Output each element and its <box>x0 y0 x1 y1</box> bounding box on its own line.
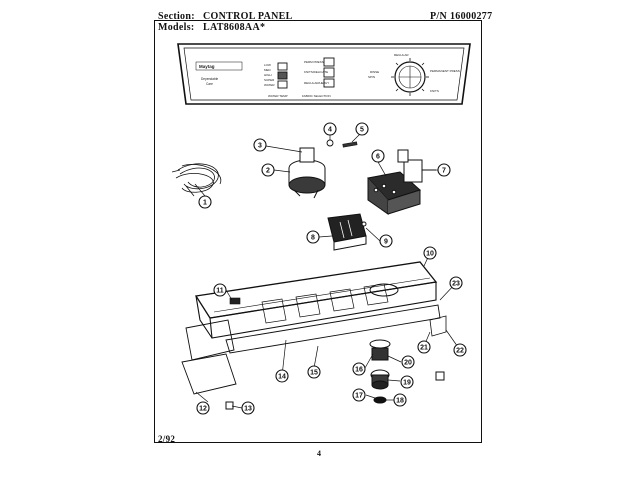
callout-19: 19 <box>400 375 414 389</box>
callout-9: 9 <box>379 234 393 248</box>
wire-harness-drawing <box>171 163 222 197</box>
svg-text:4: 4 <box>328 127 332 134</box>
svg-text:13: 13 <box>244 406 252 413</box>
revision-date: 2/92 <box>158 434 176 444</box>
callouts: 1 2 3 4 5 6 7 8 9 10 11 12 13 14 15 16 1… <box>196 122 467 415</box>
dial-label-4: KNITS <box>430 89 439 93</box>
section-value: CONTROL PANEL <box>203 11 293 22</box>
callout-10: 10 <box>423 246 437 260</box>
svg-text:12: 12 <box>199 406 207 413</box>
callout-15: 15 <box>307 365 321 379</box>
callout-8: 8 <box>306 230 320 244</box>
panel-mid-label-0: PERM PRESS <box>304 60 324 64</box>
callout-18: 18 <box>393 393 407 407</box>
section-label: Section: <box>158 11 195 22</box>
models-value: LAT8608AA* <box>203 22 266 33</box>
drive-components-drawing <box>225 339 445 410</box>
panel-printed-text: Maytag Dependable Care LOW MED HIGH SUPE… <box>199 53 460 98</box>
svg-text:11: 11 <box>216 288 224 295</box>
dial-label-2: REGULAR <box>394 53 409 57</box>
small-parts-drawing <box>326 139 358 148</box>
models-label: Models: <box>158 22 195 33</box>
panel-badge-line-1: Dependable <box>201 77 218 81</box>
selector-switch-drawing <box>327 213 367 251</box>
panel-brand: Maytag <box>199 64 215 69</box>
callout-22: 22 <box>453 343 467 357</box>
part-number-value: 16000277 <box>450 11 493 22</box>
panel-left-label-0: LOW <box>264 63 271 67</box>
timer-assembly-drawing <box>367 149 436 215</box>
callout-5: 5 <box>355 122 369 136</box>
callout-23: 23 <box>449 276 463 290</box>
panel-bottom-label-0: WATER TEMP <box>268 94 288 98</box>
panel-bottom-label-1: FABRIC SELECTION <box>302 94 331 98</box>
callout-2: 2 <box>261 163 275 177</box>
svg-text:9: 9 <box>384 239 388 246</box>
svg-text:14: 14 <box>278 374 286 381</box>
panel-badge-line-2: Care <box>206 82 213 86</box>
panel-left-label-4: WATER <box>264 83 275 87</box>
dial-label-3: PERMANENT PRESS <box>430 69 460 73</box>
console-frame-assembly-drawing <box>181 261 447 395</box>
callout-13: 13 <box>241 401 255 415</box>
part-number-label: P/N <box>430 11 448 22</box>
svg-text:22: 22 <box>456 348 464 355</box>
water-level-switch-drawing <box>288 147 326 199</box>
callout-4: 4 <box>323 122 337 136</box>
panel-left-label-2: HIGH <box>264 73 272 77</box>
svg-text:8: 8 <box>311 235 315 242</box>
panel-mid-label-1: KNITS/DELICATE <box>304 70 328 74</box>
callout-7: 7 <box>437 163 451 177</box>
svg-text:7: 7 <box>442 168 446 175</box>
svg-text:15: 15 <box>310 370 318 377</box>
callout-14: 14 <box>275 369 289 383</box>
svg-text:10: 10 <box>426 251 434 258</box>
svg-text:5: 5 <box>360 127 364 134</box>
dial-label-0: RINSE <box>370 70 379 74</box>
svg-text:2: 2 <box>266 168 270 175</box>
svg-text:18: 18 <box>396 398 404 405</box>
callout-16: 16 <box>352 362 366 376</box>
callout-1: 1 <box>198 195 212 209</box>
callout-20: 20 <box>401 355 415 369</box>
svg-text:17: 17 <box>355 393 363 400</box>
panel-left-label-1: MED <box>264 68 272 72</box>
callout-6: 6 <box>371 149 385 163</box>
panel-mid-label-2: REGULAR/HEAVY <box>304 81 329 85</box>
diagram-frame <box>154 20 482 443</box>
callout-12: 12 <box>196 401 210 415</box>
svg-text:16: 16 <box>355 367 363 374</box>
panel-left-label-3: SUPER <box>264 78 275 82</box>
svg-text:6: 6 <box>376 154 380 161</box>
callout-3: 3 <box>253 138 267 152</box>
callout-11: 11 <box>213 283 227 297</box>
dial-label-1: SPIN <box>368 75 375 79</box>
callout-21: 21 <box>417 340 431 354</box>
svg-text:19: 19 <box>403 380 411 387</box>
svg-text:1: 1 <box>203 200 207 207</box>
svg-text:3: 3 <box>258 143 262 150</box>
page-number: 4 <box>317 449 322 458</box>
callout-17: 17 <box>352 388 366 402</box>
svg-text:21: 21 <box>420 345 428 352</box>
control-panel-console <box>177 43 471 105</box>
svg-text:20: 20 <box>404 360 412 367</box>
svg-text:23: 23 <box>452 281 460 288</box>
